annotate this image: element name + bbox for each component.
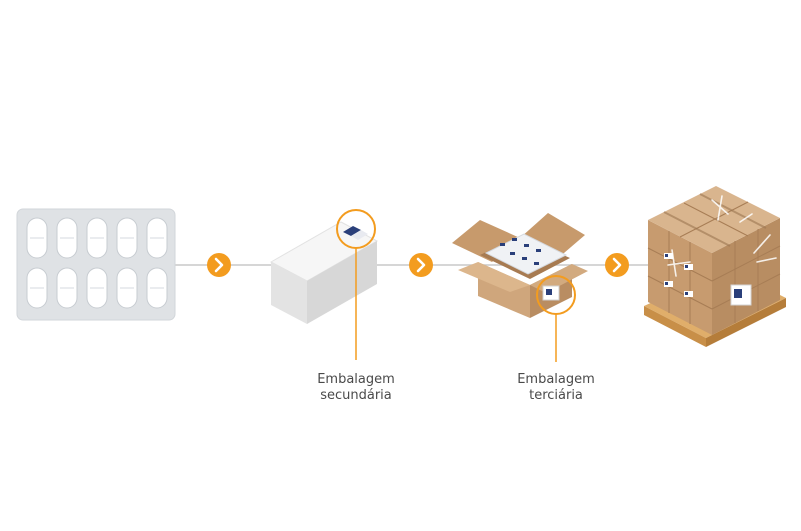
chevron-right-icon <box>416 257 426 273</box>
pallet-icon <box>644 186 786 347</box>
secondary-packaging-label: Embalagem secundária <box>286 372 426 404</box>
tertiary-label-line1: Embalagem <box>517 372 595 387</box>
tertiary-packaging-label: Embalagem terciária <box>486 372 626 404</box>
step-arrow-1 <box>207 253 231 277</box>
tertiary-label-line2: terciária <box>529 388 583 403</box>
carton-box-icon <box>269 221 379 324</box>
chevron-right-icon <box>214 257 224 273</box>
secondary-label-line1: Embalagem <box>317 372 395 387</box>
step-arrow-2 <box>409 253 433 277</box>
blister-pack-icon <box>16 208 176 321</box>
secondary-label-line2: secundária <box>320 388 392 403</box>
shipping-box-icon <box>452 213 588 318</box>
chevron-right-icon <box>612 257 622 273</box>
step-arrow-3 <box>605 253 629 277</box>
